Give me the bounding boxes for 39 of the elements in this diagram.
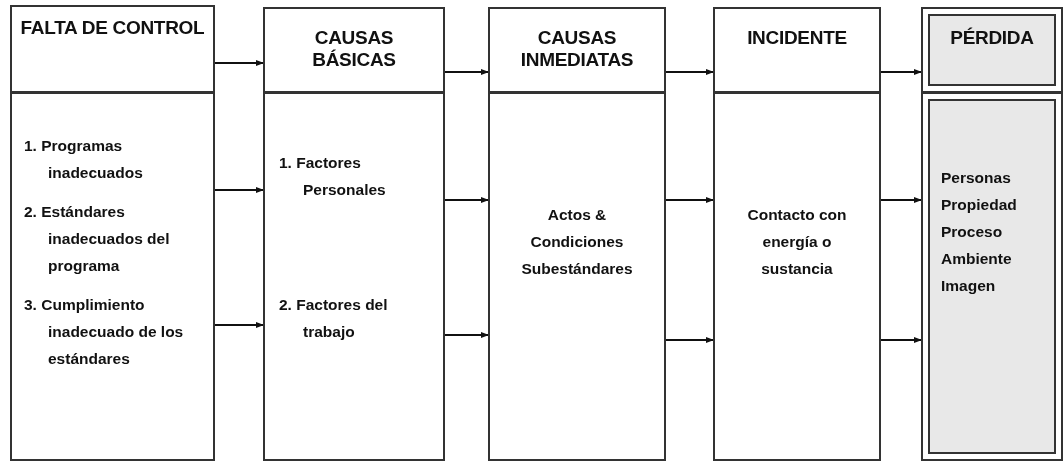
arrow <box>880 69 922 75</box>
body-text: Actos & Condiciones Subestándares <box>520 205 634 279</box>
header-box <box>263 7 445 93</box>
list-item: 1. Factores Personales <box>279 152 387 200</box>
body-text: Imagen <box>941 276 996 296</box>
list-item: 2. Factores del trabajo <box>279 294 389 342</box>
arrow <box>665 337 714 343</box>
body-text: Personas <box>941 168 1011 188</box>
header-text: INCIDENTE <box>747 27 847 49</box>
list-item: 3. Cumplimiento inadecuado de los estándares <box>24 294 185 369</box>
content-box <box>488 92 666 461</box>
header-text: PÉRDIDA <box>950 27 1034 49</box>
list-item: 1. Programas inadecuados <box>24 135 144 183</box>
arrow <box>444 197 489 203</box>
arrow <box>880 197 922 203</box>
arrow <box>880 337 922 343</box>
header-box <box>488 7 666 93</box>
content-box <box>713 92 881 461</box>
arrow <box>444 69 489 75</box>
content-box <box>263 92 445 461</box>
arrow <box>214 322 264 328</box>
content-box <box>921 92 1063 461</box>
body-text: Contacto con energía o sustancia <box>747 205 847 279</box>
header-box <box>921 7 1063 93</box>
body-text: Proceso <box>941 222 1003 242</box>
content-box <box>10 92 215 461</box>
header-box <box>713 7 881 93</box>
arrow <box>214 60 264 66</box>
arrow <box>665 69 714 75</box>
body-text: Propiedad <box>941 195 1017 215</box>
arrow <box>665 197 714 203</box>
header-text: CAUSAS BÁSICAS <box>311 27 397 71</box>
arrow <box>214 187 264 193</box>
body-text: Ambiente <box>941 249 1012 269</box>
header-box <box>10 5 215 93</box>
header-text: CAUSAS INMEDIATAS <box>519 27 635 71</box>
arrow <box>444 332 489 338</box>
list-item: 2. Estándares inadecuados del programa <box>24 201 171 276</box>
header-text: FALTA DE CONTROL <box>20 17 205 39</box>
